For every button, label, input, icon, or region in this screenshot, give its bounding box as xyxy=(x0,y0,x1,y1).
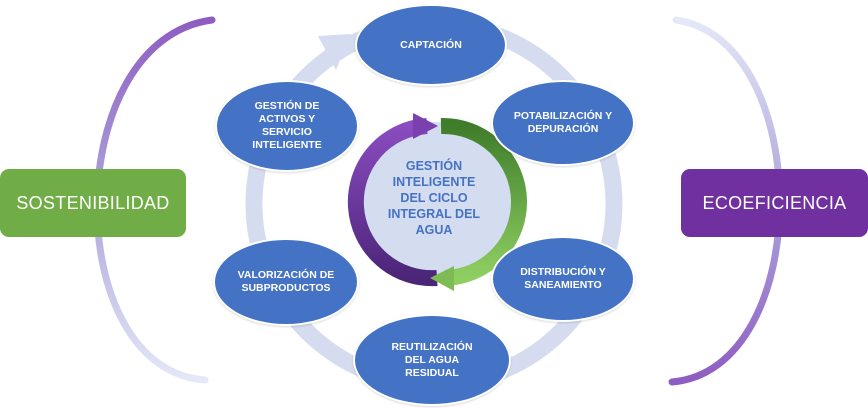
green-arrowhead xyxy=(430,266,454,291)
center-label-line: INTEGRAL DEL xyxy=(387,207,481,221)
node-potabilizacion: POTABILIZACIÓN Y DEPURACIÓN xyxy=(491,80,635,166)
center-label-line: GESTIÓN xyxy=(405,159,463,173)
center-circle xyxy=(354,122,514,282)
sostenibilidad-box: SOSTENIBILIDAD xyxy=(0,169,186,237)
center-label-line: INTELIGENTE xyxy=(392,175,476,189)
purple-arrowhead xyxy=(413,113,438,139)
node-label-line: DEL AGUA xyxy=(404,353,460,366)
node-label-line: DEPURACIÓN xyxy=(527,123,599,135)
green-arc-arrow xyxy=(440,117,528,286)
node-gestion-activos: GESTIÓN DE ACTIVOS Y SERVICIO INTELIGENT… xyxy=(215,80,359,172)
sostenibilidad-label: SOSTENIBILIDAD xyxy=(16,192,170,213)
node-label-line: REUTILIZACIÓN xyxy=(391,340,473,353)
node-label-line: INTELIGENTE xyxy=(252,139,322,151)
center-label: GESTIÓN INTELIGENTE DEL CICLO INTEGRAL D… xyxy=(380,158,488,238)
node-label-line: DISTRIBUCIÓN Y xyxy=(520,266,606,278)
ecoeficiencia-box: ECOEFICIENCIA xyxy=(681,169,868,237)
purple-arc-arrow xyxy=(347,118,438,287)
flow-ring-arrowhead xyxy=(318,34,351,70)
node-reutilizacion: REUTILIZACIÓN DEL AGUA RESIDUAL xyxy=(353,314,511,406)
node-label-line: CAPTACIÓN xyxy=(400,38,462,51)
center-label-line: DEL CICLO xyxy=(400,191,468,205)
node-label-line: SUBPRODUCTOS xyxy=(241,282,331,294)
node-label-line: SANEAMIENTO xyxy=(524,279,602,291)
node-label-line: SERVICIO xyxy=(261,126,312,138)
node-distribucion: DISTRIBUCIÓN Y SANEAMIENTO xyxy=(491,236,635,322)
node-label-line: ACTIVOS Y xyxy=(258,113,316,125)
ecoeficiencia-label: ECOEFICIENCIA xyxy=(702,192,847,213)
node-label-line: GESTIÓN DE xyxy=(254,100,320,112)
node-label-line: POTABILIZACIÓN Y xyxy=(513,110,613,122)
node-valorizacion: VALORIZACIÓN DE SUBPRODUCTOS xyxy=(213,238,359,326)
node-label-line: RESIDUAL xyxy=(405,366,459,379)
node-captacion: CAPTACIÓN xyxy=(355,4,507,86)
center-label-line: AGUA xyxy=(415,223,453,237)
node-label-line: VALORIZACIÓN DE xyxy=(237,269,335,281)
